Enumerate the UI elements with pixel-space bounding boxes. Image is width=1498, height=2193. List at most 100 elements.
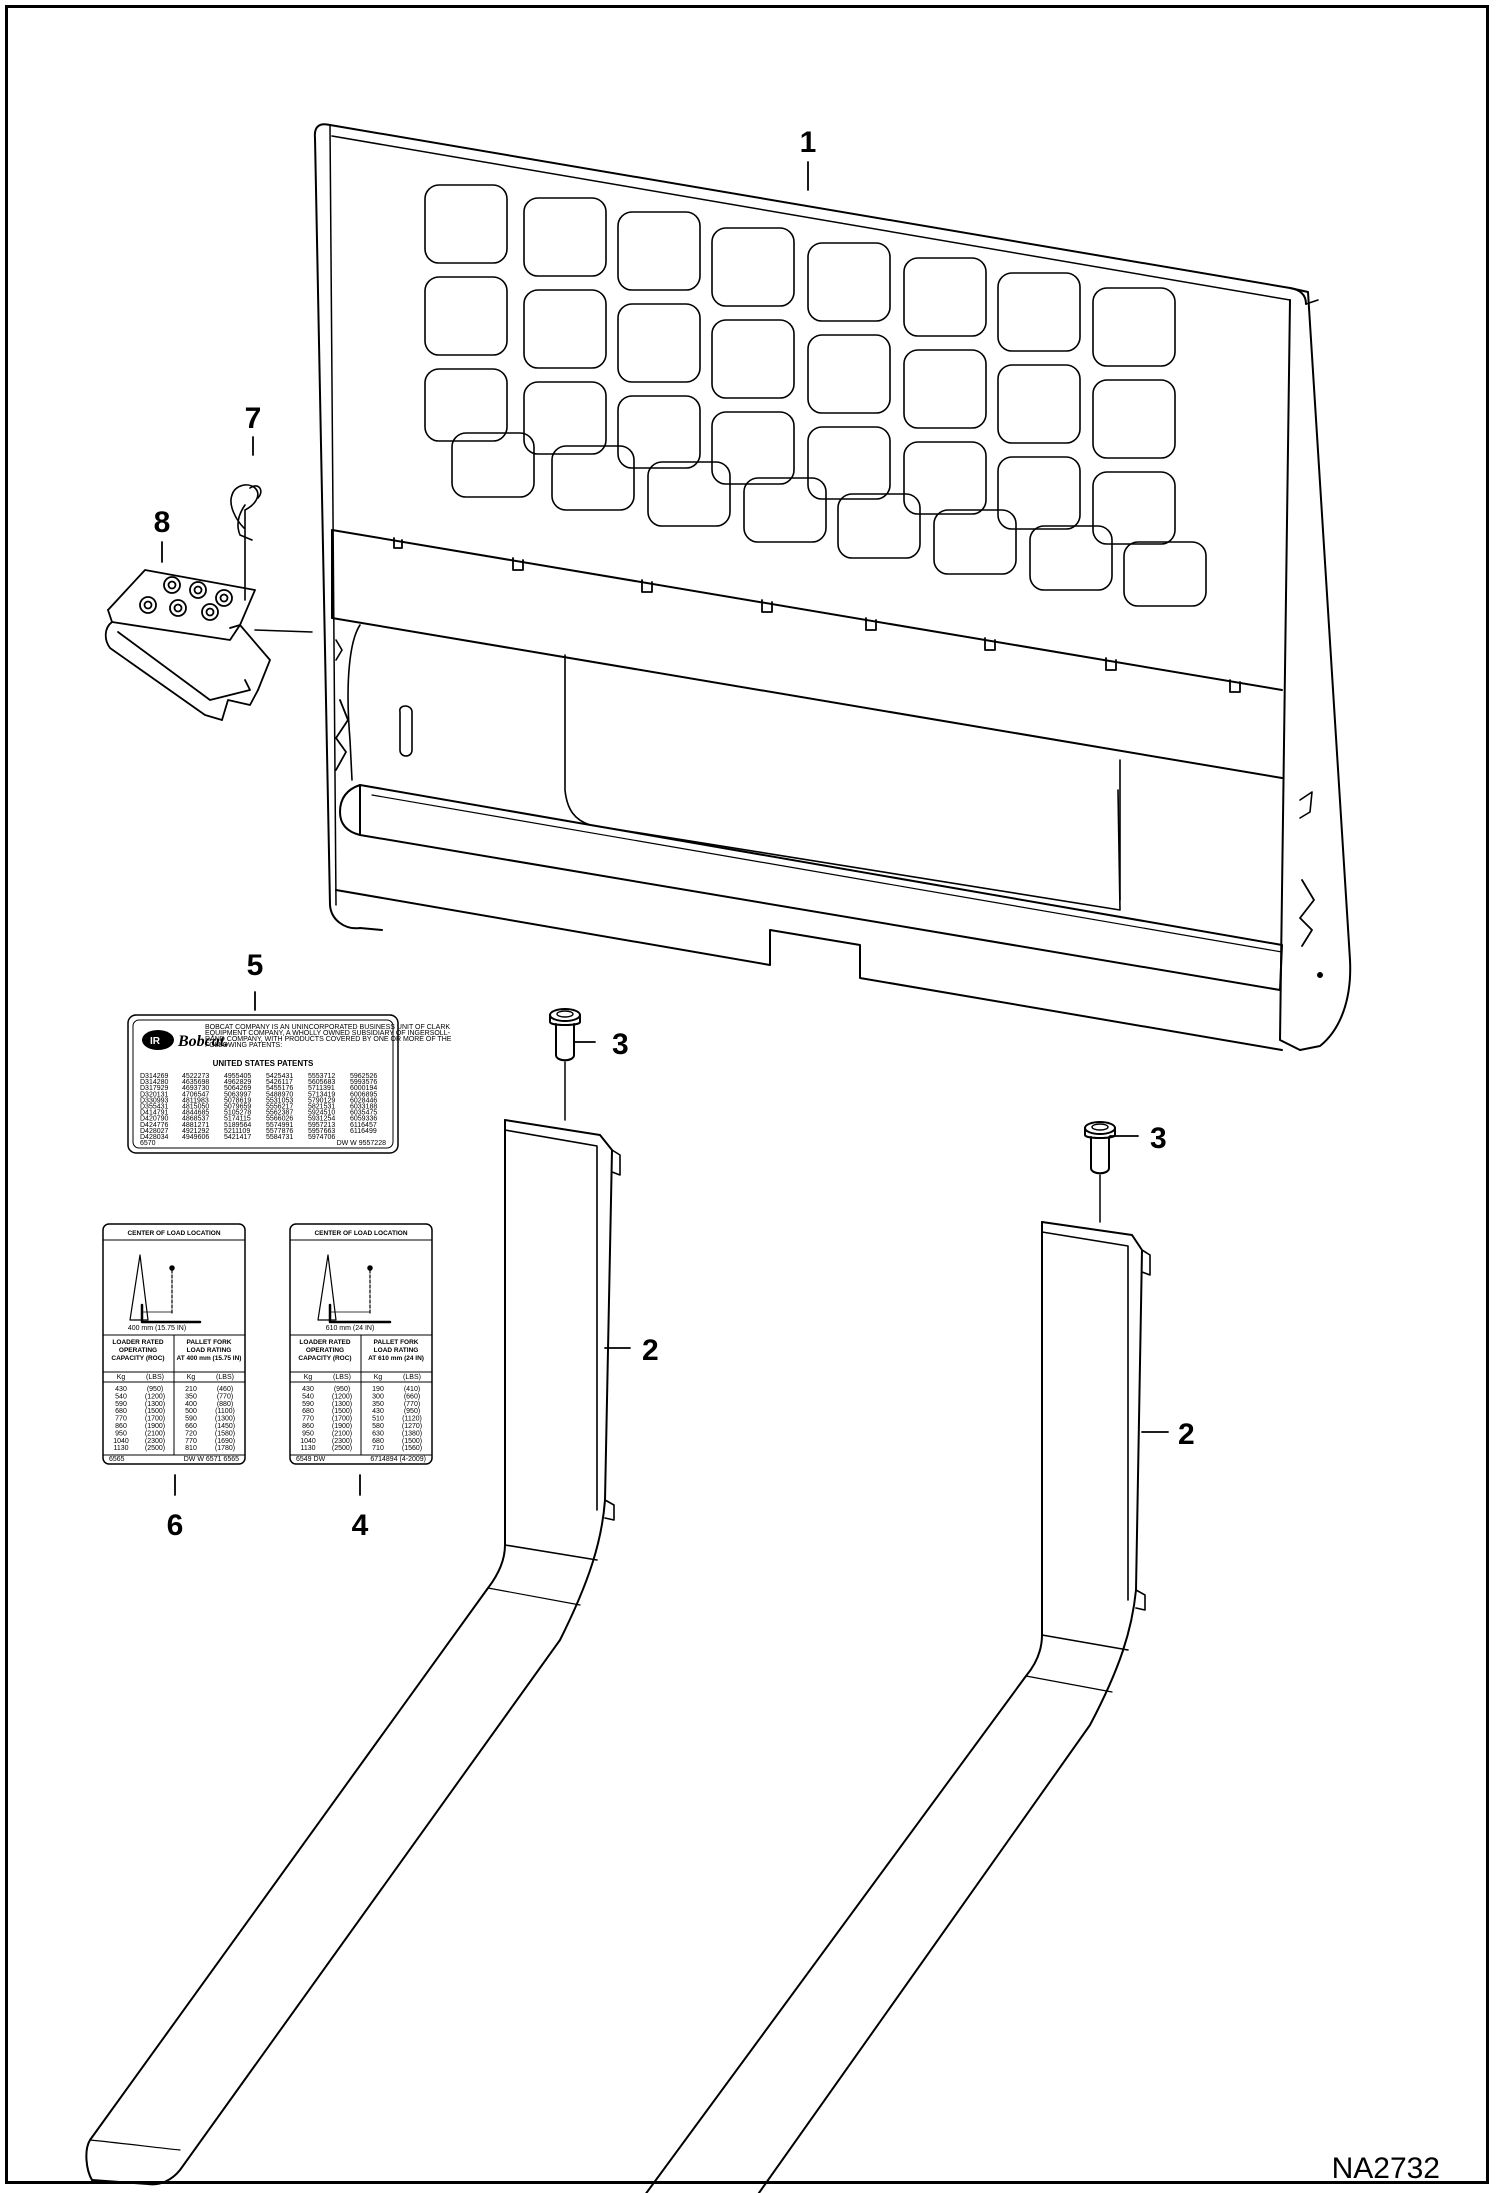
patent-number: 5993576 xyxy=(350,1079,377,1086)
load-table-cell: (2500) xyxy=(145,1445,165,1452)
patent-number: 5566026 xyxy=(266,1116,293,1123)
load-unit-label: Kg xyxy=(304,1374,313,1381)
load-table-cell: 590 xyxy=(115,1401,127,1408)
patent-number: D414791 xyxy=(140,1110,169,1117)
load-table-cell: (1200) xyxy=(145,1393,165,1400)
patent-number: 5974706 xyxy=(308,1134,335,1141)
patent-number: 5713419 xyxy=(308,1091,335,1098)
load-table-cell: 950 xyxy=(302,1430,314,1437)
load-table-cell: 1040 xyxy=(300,1438,316,1445)
load-left-dimension: 400 mm (15.75 IN) xyxy=(128,1325,186,1332)
callout-6: 6 xyxy=(167,1509,184,1542)
load-table-cell: 1040 xyxy=(113,1438,129,1445)
load-table-cell: (1450) xyxy=(215,1423,235,1430)
load-table-cell: 210 xyxy=(185,1386,197,1393)
patent-number: 6059336 xyxy=(350,1116,377,1123)
frame-grille xyxy=(424,184,1207,607)
patent-number: 5421417 xyxy=(224,1134,251,1141)
callout-2-left: 2 xyxy=(642,1334,659,1367)
load-table-cell: 1130 xyxy=(113,1445,128,1452)
load-table-cell: 350 xyxy=(185,1393,197,1400)
load-table-cell: 860 xyxy=(115,1423,127,1430)
load-unit-label: (LBS) xyxy=(146,1374,164,1381)
fork-tine-right xyxy=(645,1221,1151,2193)
load-table-cell: (770) xyxy=(217,1393,233,1400)
patent-number: 4962829 xyxy=(224,1079,251,1086)
load-table-cell: 580 xyxy=(372,1423,384,1430)
patent-number: 5562387 xyxy=(266,1110,293,1117)
leader-lines xyxy=(161,161,1169,1496)
callout-3-right: 3 xyxy=(1150,1122,1167,1155)
patent-number: 5455176 xyxy=(266,1085,293,1092)
patent-number: 5957213 xyxy=(308,1122,335,1129)
load-table-cell: 500 xyxy=(185,1408,197,1415)
patent-number: 5924510 xyxy=(308,1110,335,1117)
patent-number: 4921292 xyxy=(182,1128,209,1135)
crossbar-slots xyxy=(393,537,1241,693)
drawing-frame xyxy=(5,5,1489,2184)
load-table-cell: 950 xyxy=(115,1430,127,1437)
load-table-cell: 630 xyxy=(372,1430,384,1437)
load-col2-header: PALLET FORK xyxy=(373,1339,418,1346)
load-table-cell: (1200) xyxy=(332,1393,352,1400)
load-table-cell: (1500) xyxy=(145,1408,165,1415)
patent-number: D314280 xyxy=(140,1079,169,1086)
patent-heading: UNITED STATES PATENTS xyxy=(213,1059,314,1068)
load-table-cell: (660) xyxy=(404,1393,420,1400)
load-table-cell: 770 xyxy=(115,1416,127,1423)
load-col2-header: PALLET FORK xyxy=(186,1339,231,1346)
load-table-cell: (1500) xyxy=(332,1408,352,1415)
patent-intro: BOBCAT COMPANY IS AN UNINCORPORATED BUSI… xyxy=(205,1024,452,1049)
load-table-cell: (1900) xyxy=(145,1423,165,1430)
callout-2-right: 2 xyxy=(1178,1418,1195,1451)
load-table-cell: (1300) xyxy=(332,1401,352,1408)
patent-number: 4955405 xyxy=(224,1073,251,1080)
patent-number: 5426117 xyxy=(266,1079,293,1086)
load-right-dimension: 610 mm (24 IN) xyxy=(326,1325,375,1332)
load-table-cell: (1300) xyxy=(145,1401,165,1408)
load-table-cell: (1500) xyxy=(402,1438,422,1445)
load-table-cell: 590 xyxy=(302,1401,314,1408)
load-table-cell: (1690) xyxy=(215,1438,235,1445)
patent-number: D420790 xyxy=(140,1116,169,1123)
patent-number: 5531053 xyxy=(266,1097,293,1104)
load-footer-right: 6714894 (4-2009) xyxy=(370,1456,426,1463)
patent-number: 5962526 xyxy=(350,1073,377,1080)
load-table-cell: (2300) xyxy=(145,1438,165,1445)
load-table-cell: 400 xyxy=(185,1401,197,1408)
load-table-cell: (2100) xyxy=(332,1430,352,1437)
load-col1-header: OPERATING xyxy=(306,1347,344,1354)
load-table-cell: (1560) xyxy=(402,1445,422,1452)
patent-number: 5821531 xyxy=(308,1104,335,1111)
patent-number: 5105278 xyxy=(224,1110,251,1117)
load-table-cell: 430 xyxy=(115,1386,127,1393)
patent-number: 5189564 xyxy=(224,1122,251,1129)
load-col1-header: CAPACITY (ROC) xyxy=(111,1355,164,1362)
load-table-cell: (1780) xyxy=(215,1445,235,1452)
load-table-cell: 350 xyxy=(372,1401,384,1408)
load-unit-label: (LBS) xyxy=(216,1374,234,1381)
pin-right xyxy=(1084,1121,1116,1223)
load-right-title: CENTER OF LOAD LOCATION xyxy=(314,1230,407,1237)
callout-8: 8 xyxy=(154,506,171,539)
load-col2-header: AT 610 mm (24 IN) xyxy=(368,1355,424,1362)
load-footer-left: 6549 DW xyxy=(296,1456,326,1463)
patent-logo-mark: IR xyxy=(150,1036,161,1047)
load-table-cell: 680 xyxy=(302,1408,314,1415)
patent-number: 5711391 xyxy=(308,1085,335,1092)
patent-number: 5584731 xyxy=(266,1134,293,1141)
patent-number: D314269 xyxy=(140,1073,169,1080)
patent-logo-text: Bobcat. xyxy=(177,1033,228,1050)
patent-number: 6000194 xyxy=(350,1085,377,1092)
load-footer-right: DW W 6571 6565 xyxy=(184,1456,239,1463)
patent-number: 5957663 xyxy=(308,1128,335,1135)
load-table-cell: 770 xyxy=(185,1438,197,1445)
patent-number: 5574991 xyxy=(266,1122,293,1129)
patent-number: 5078619 xyxy=(224,1097,251,1104)
load-table-cell: (1380) xyxy=(402,1430,422,1437)
load-col2-header: LOAD RATING xyxy=(187,1347,232,1354)
load-unit-label: Kg xyxy=(117,1374,126,1381)
load-unit-label: (LBS) xyxy=(333,1374,351,1381)
